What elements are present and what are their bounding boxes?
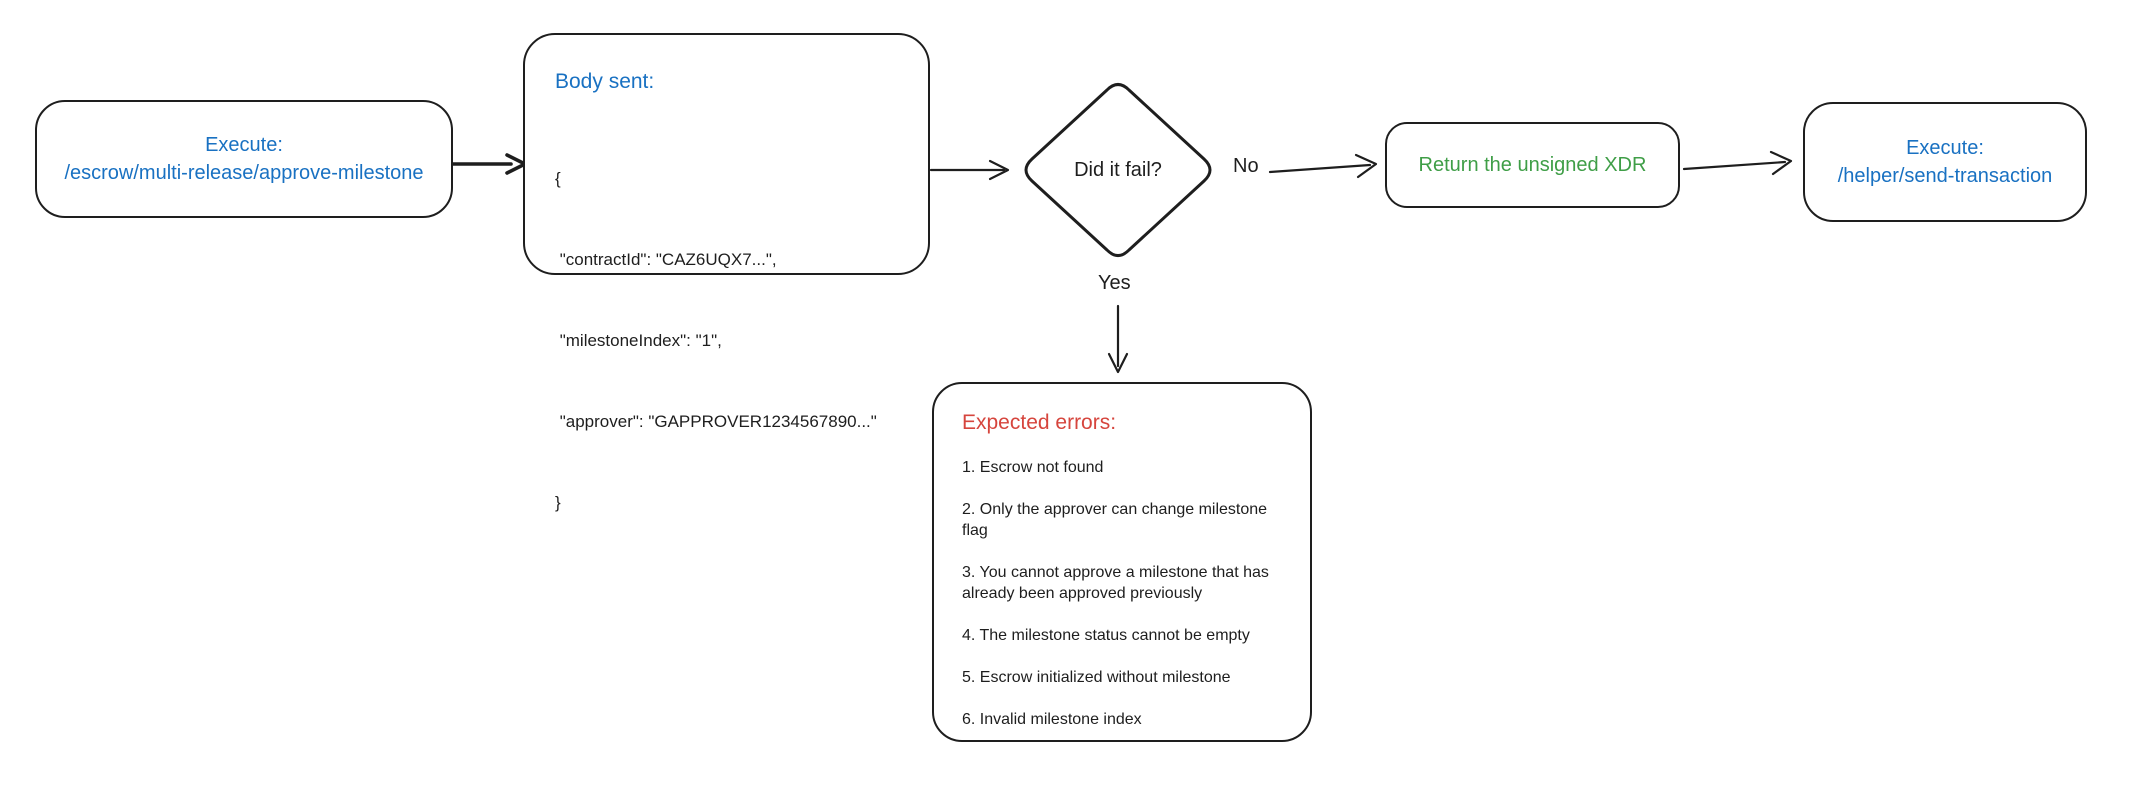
arrow-body-to-decision [929, 159, 1010, 181]
return-xdr-label: Return the unsigned XDR [1418, 153, 1647, 176]
arrow-yes-to-errors [1107, 304, 1129, 374]
node-execute-approve-milestone: Execute: /escrow/multi-release/approve-m… [35, 100, 453, 218]
error-item-4: 4. The milestone status cannot be empty [962, 627, 1250, 644]
error-item-2: 2. Only the approver can change mileston… [962, 501, 1268, 539]
node-expected-errors: Expected errors: 1. Escrow not found 2. … [932, 382, 1312, 742]
error-item-3: 3. You cannot approve a milestone that h… [962, 564, 1269, 602]
node-execute-send-transaction: Execute: /helper/send-transaction [1803, 102, 2087, 222]
error-item-1: 1. Escrow not found [962, 459, 1104, 476]
json-line-contract-id: "contractId": "CAZ6UQX7...", [555, 250, 777, 269]
arrow-no-to-return-xdr [1268, 153, 1378, 179]
diamond-shape [1024, 83, 1212, 257]
endpoint-approve-milestone: /escrow/multi-release/approve-milestone [64, 162, 424, 184]
expected-errors-title: Expected errors: [962, 411, 1117, 434]
json-line-milestone-index: "milestoneIndex": "1", [555, 331, 722, 350]
error-item-5: 5. Escrow initialized without milestone [962, 669, 1231, 686]
json-line: { [555, 169, 561, 188]
execute-label: Execute: [1906, 137, 1984, 159]
node-body-sent: Body sent: { "contractId": "CAZ6UQX7..."… [523, 33, 930, 512]
edge-label-yes: Yes [1098, 272, 1131, 294]
endpoint-send-transaction: /helper/send-transaction [1837, 165, 2053, 187]
node-return-unsigned-xdr: Return the unsigned XDR [1385, 122, 1680, 208]
body-sent-title: Body sent: [555, 70, 655, 93]
json-line: } [555, 493, 561, 512]
decision-label: Did it fail? [1074, 158, 1162, 181]
decision-diamond: Did it fail? [1013, 72, 1223, 268]
body-sent-json: { "contractId": "CAZ6UQX7...", "mileston… [555, 111, 898, 570]
execute-label: Execute: [205, 134, 283, 156]
edge-label-no: No [1233, 155, 1259, 177]
arrow-execute-to-body [451, 153, 527, 175]
json-line-approver: "approver": "GAPPROVER1234567890..." [555, 412, 877, 431]
arrow-return-to-send [1682, 150, 1793, 176]
error-item-6: 6. Invalid milestone index [962, 711, 1142, 728]
